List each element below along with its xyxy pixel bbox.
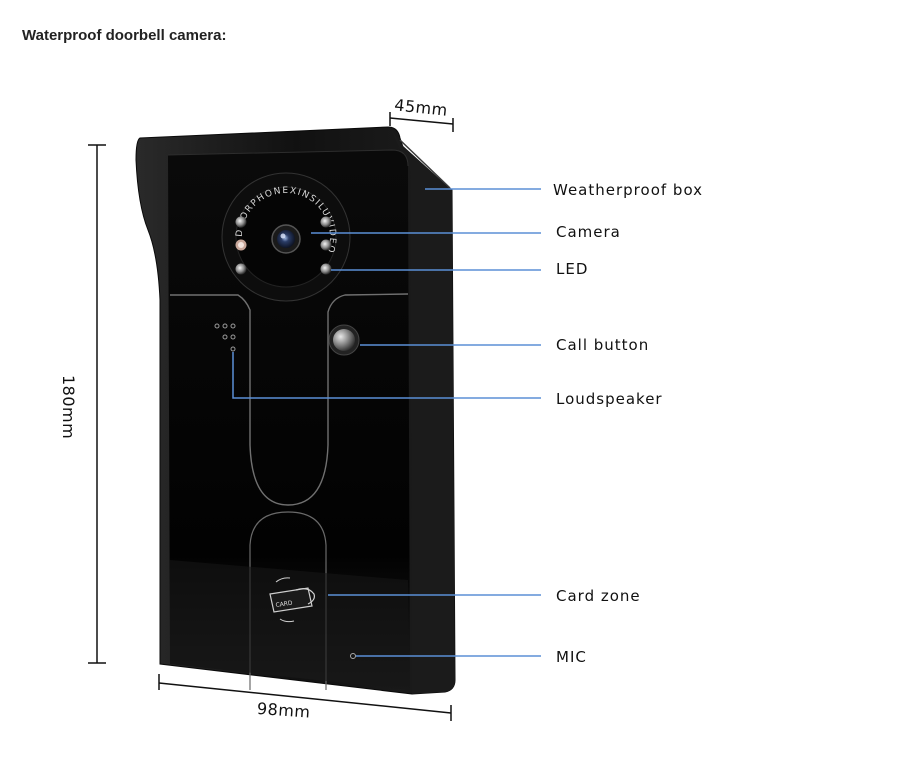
height-label: 180mm xyxy=(59,375,78,439)
leader-lines xyxy=(232,188,541,657)
leader-speaker xyxy=(232,352,541,399)
front-panel xyxy=(167,149,410,690)
mic-hole xyxy=(350,653,356,659)
height-dimension xyxy=(88,144,106,664)
card-zone-icon: CARD xyxy=(269,577,315,623)
label-mic: MIC xyxy=(556,648,587,666)
label-loudspeaker: Loudspeaker xyxy=(556,390,663,408)
depth-dimension xyxy=(389,112,454,132)
camera-module: DOORPHONEXINSILUVIDEO xyxy=(221,172,351,302)
page-title: Waterproof doorbell camera: xyxy=(22,27,227,44)
label-led: LED xyxy=(556,260,588,278)
label-weatherproof-box: Weatherproof box xyxy=(553,181,703,199)
width-label: 98mm xyxy=(256,699,311,722)
label-call-button: Call button xyxy=(556,336,649,354)
loudspeaker-grille xyxy=(214,323,236,352)
width-dimension xyxy=(158,674,452,721)
led-lights xyxy=(235,216,332,275)
callout-labels: Weatherproof box Camera LED Call button … xyxy=(553,181,703,666)
call-button[interactable] xyxy=(328,324,360,356)
card-icon-text: CARD xyxy=(275,600,293,609)
label-camera: Camera xyxy=(556,223,621,241)
depth-label: 45mm xyxy=(393,95,448,119)
label-card-zone: Card zone xyxy=(556,587,641,605)
